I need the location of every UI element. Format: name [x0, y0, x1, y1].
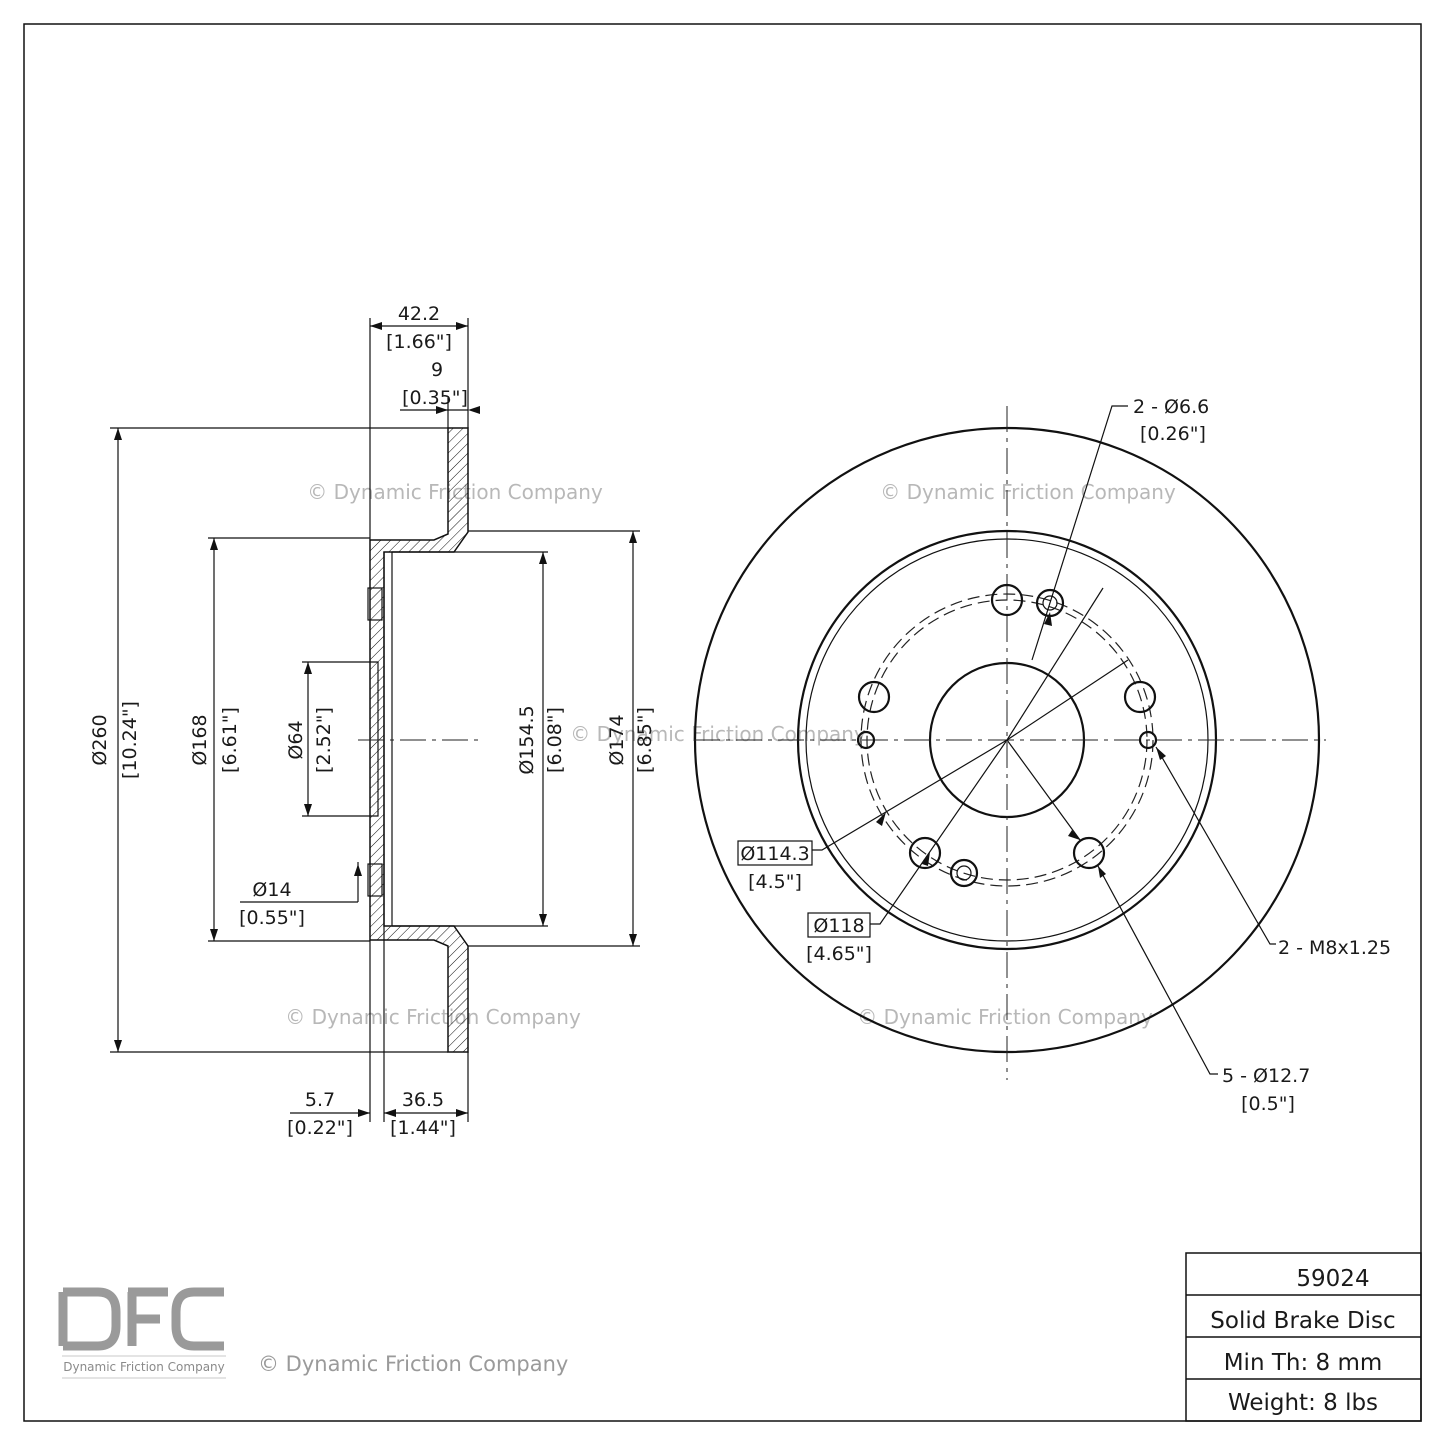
dim-hat-depth-mm: 36.5: [402, 1089, 444, 1111]
dim-outer-hat-in: [6.85"]: [634, 707, 656, 773]
dim-hat-wall-in: [0.22"]: [287, 1117, 353, 1139]
lug-hole-3: [1072, 836, 1106, 870]
watermark-2: © Dynamic Friction Company: [880, 480, 1176, 504]
logo-text: Dynamic Friction Company: [63, 1360, 225, 1374]
dim-center-bore-in: [2.52"]: [313, 707, 335, 773]
threaded-hole-2: [1138, 730, 1158, 750]
front-view: 2 - Ø6.6 [0.26"] Ø114.3 [4.5"] Ø118 [4.6…: [693, 396, 1391, 1115]
dfc-logo: Dynamic Friction Company: [58, 1287, 226, 1379]
lug-hole-1: [990, 583, 1024, 617]
dim-hat-diameter-mm: Ø168: [189, 714, 211, 765]
dim-hole-diameter-mm: Ø14: [252, 879, 291, 901]
dim-locating-holes-in: [0.26"]: [1140, 423, 1206, 445]
dim-center-bore-mm: Ø64: [285, 720, 307, 759]
dim-hole-diameter-in: [0.55"]: [239, 907, 305, 929]
dim-outer-hat-mm: Ø174: [606, 714, 628, 765]
dim-threaded-holes: 2 - M8x1.25: [1278, 937, 1391, 959]
dim-pilot-circle-in: [4.65"]: [806, 943, 872, 965]
dim-overall-height-mm: 42.2: [398, 303, 440, 325]
dim-hat-diameter-in: [6.61"]: [219, 707, 241, 773]
weight: Weight: 8 lbs: [1228, 1390, 1378, 1416]
locating-hole-bottom: [367, 863, 383, 897]
pilot-circle-box: [807, 912, 871, 938]
copyright-text: © Dynamic Friction Company: [258, 1352, 568, 1376]
bolt-circle-box: [737, 840, 813, 866]
title-block: 59024 Solid Brake Disc Min Th: 8 mm Weig…: [1185, 1252, 1422, 1422]
drawing-border: [23, 23, 1422, 1422]
watermark-4: © Dynamic Friction Company: [285, 1005, 581, 1029]
threaded-hole-1: [856, 730, 876, 750]
dim-lug-holes-mm: 5 - Ø12.7: [1222, 1065, 1310, 1087]
lug-hole-5: [857, 680, 891, 714]
dim-hat-depth-in: [1.44"]: [390, 1117, 456, 1139]
dim-bolt-circle-mm: Ø114.3: [740, 843, 809, 865]
dim-pilot-circle-mm: Ø118: [813, 915, 864, 937]
dim-disc-thickness-in: [0.35"]: [402, 387, 468, 409]
dim-inner-hat-in: [6.08"]: [544, 707, 566, 773]
part-number: 59024: [1296, 1266, 1369, 1292]
part-description: Solid Brake Disc: [1210, 1308, 1395, 1334]
center-bore-section: [370, 661, 379, 817]
dim-bolt-circle-in: [4.5"]: [748, 871, 802, 893]
dim-inner-hat-mm: Ø154.5: [516, 705, 538, 774]
min-thickness: Min Th: 8 mm: [1224, 1350, 1383, 1376]
dim-outer-diameter-in: [10.24"]: [119, 701, 141, 779]
locating-hole-2: [949, 858, 979, 888]
dim-disc-thickness-mm: 9: [431, 359, 443, 381]
dim-locating-holes-mm: 2 - Ø6.6: [1133, 396, 1209, 418]
side-section-view: 42.2 [1.66"] 9 [0.35"] Ø260 [10.24"] Ø16…: [89, 303, 656, 1139]
lug-hole-2: [1123, 680, 1157, 714]
watermark-3: © Dynamic Friction Company: [570, 722, 866, 746]
watermark-5: © Dynamic Friction Company: [857, 1005, 1153, 1029]
dim-overall-height-in: [1.66"]: [386, 331, 452, 353]
dim-hat-wall-mm: 5.7: [305, 1089, 335, 1111]
locating-hole-top: [367, 587, 383, 621]
dim-lug-holes-in: [0.5"]: [1241, 1093, 1295, 1115]
lug-hole-4: [908, 836, 942, 870]
dim-outer-diameter-mm: Ø260: [89, 714, 111, 765]
